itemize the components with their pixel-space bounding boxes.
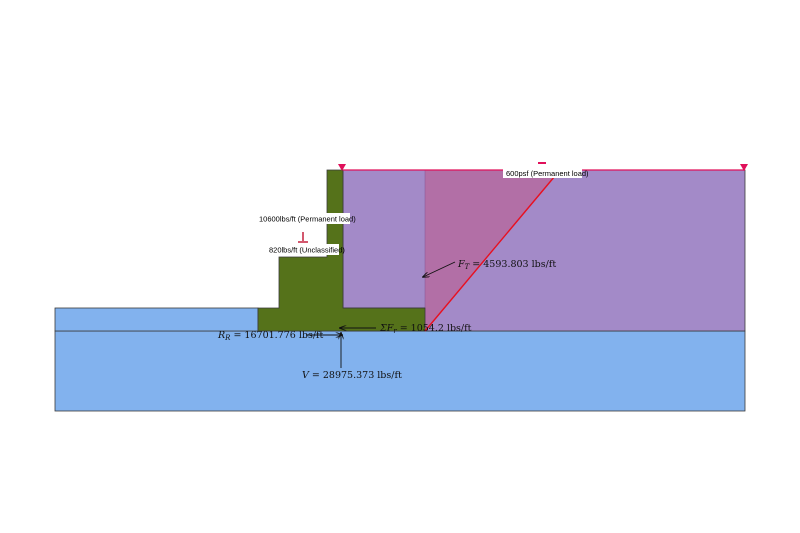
wall-mid-load-label: 820lbs/ft (Unclassified) (269, 246, 345, 255)
surcharge-label: 600psf (Permanent load) (506, 169, 589, 178)
surcharge-marker-mid-icon (538, 162, 546, 164)
friction-force-label: ΣFr = 1054.2 lbs/ft (379, 323, 472, 335)
resisting-force-label: RR = 16701.776 lbs/ft (217, 330, 324, 342)
wall-mid-load-label-bg (266, 244, 339, 255)
thrust-arrow (423, 261, 456, 277)
wall-top-load-label-bg (256, 213, 350, 224)
thrust-label: FT = 4593.803 lbs/ft (457, 259, 556, 271)
surcharge-marker-left-icon (338, 164, 346, 171)
surcharge-label-bg (503, 168, 582, 178)
surcharge-marker-right-icon (740, 164, 748, 171)
foundation-soil (54, 330, 746, 412)
retaining-wall (257, 169, 426, 332)
backfill-soil (342, 169, 746, 332)
wall-top-load-label: 10600lbs/ft (Permanent load) (259, 215, 356, 224)
failure-plane-line (424, 169, 561, 332)
vertical-force-label: V = 28975.373 lbs/ft (302, 370, 402, 381)
front-soil (54, 307, 259, 332)
